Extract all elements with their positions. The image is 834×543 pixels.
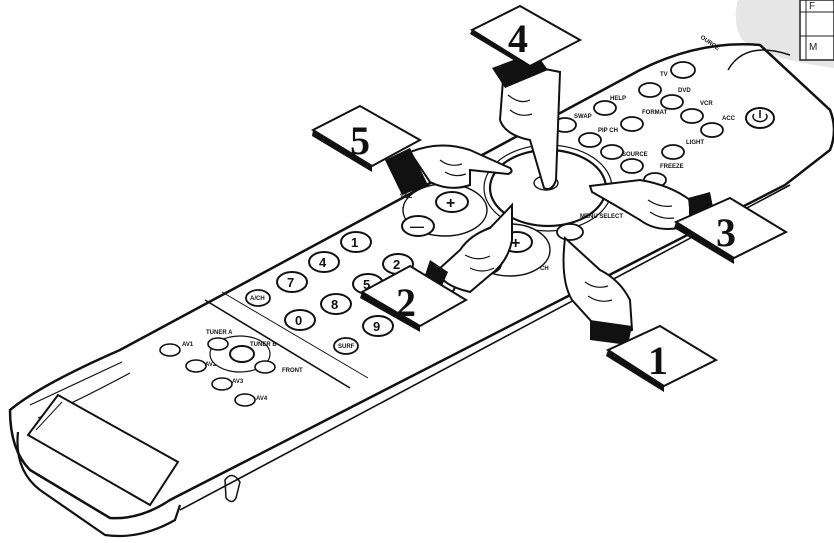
volume-down-symbol: — <box>410 218 424 234</box>
key-7-label: 7 <box>287 275 294 290</box>
key-5-label: 5 <box>363 277 370 292</box>
front-label: FRONT <box>282 368 303 374</box>
key-9-label: 9 <box>373 319 380 334</box>
vcr-button[interactable] <box>680 108 704 124</box>
volume-up-symbol: + <box>446 195 455 212</box>
tuner-b-button[interactable] <box>254 360 276 374</box>
key-8[interactable] <box>320 293 352 315</box>
corner-row1: F <box>809 1 815 12</box>
source-2-label: SOURCE <box>622 152 648 158</box>
tuner-b-label: TUNER B <box>250 342 277 348</box>
callout-1: 1 <box>605 324 719 392</box>
hand-1-bottom-right <box>562 235 634 345</box>
format-label: FORMAT <box>642 110 668 116</box>
av3-label: AV3 <box>232 379 244 385</box>
key-1-label: 1 <box>351 235 358 250</box>
callout-3: 3 <box>673 196 789 264</box>
tv-button[interactable] <box>638 82 662 98</box>
callout-5: 5 <box>310 104 423 172</box>
callout-2-number: 2 <box>396 280 416 325</box>
key-4[interactable] <box>308 251 340 273</box>
tv-label: TV <box>660 72 668 78</box>
top-button-cluster: OURCE TV DVD VCR ACC HELP FORMAT LIGHT F… <box>553 35 775 241</box>
av-input-cluster: AV1 AV2 AV3 AV4 TUNER A TUNER B FRONT <box>159 330 303 407</box>
av4-button[interactable] <box>234 393 256 407</box>
corner-row2: M <box>809 42 817 53</box>
callout-5-number: 5 <box>350 118 370 163</box>
pip-ch-label: PIP CH <box>598 128 618 134</box>
acc-button[interactable] <box>700 122 724 138</box>
surf-button[interactable] <box>333 337 359 355</box>
pip-ch-plus-button[interactable] <box>600 144 624 160</box>
key-2-label: 2 <box>393 257 400 272</box>
key-9[interactable] <box>362 315 394 337</box>
key-8-label: 8 <box>331 297 338 312</box>
callout-3-number: 3 <box>716 210 736 255</box>
callout-4: 4 <box>469 4 583 70</box>
key-4-label: 4 <box>319 255 327 270</box>
key-1[interactable] <box>340 231 372 253</box>
volume-down-button[interactable] <box>401 215 435 237</box>
dvd-label: DVD <box>678 88 691 94</box>
freeze-label: FREEZE <box>660 164 684 170</box>
ach-label: A/CH <box>250 296 265 302</box>
surf-label: SURF <box>338 344 355 350</box>
key-0[interactable] <box>284 309 316 331</box>
tuner-a-button[interactable] <box>207 337 229 351</box>
source-2-button[interactable] <box>620 158 644 174</box>
format-button[interactable] <box>620 116 644 132</box>
volume-rocker: + — VOL <box>400 183 488 237</box>
corner-table-fragment: F M <box>735 0 834 68</box>
av2-button[interactable] <box>185 359 207 373</box>
source-button[interactable] <box>670 61 696 79</box>
tuner-a-label: TUNER A <box>206 330 233 336</box>
vol-label: VOL <box>400 194 413 200</box>
channel-up-symbol: + <box>511 235 520 252</box>
power-icon <box>752 113 768 123</box>
av1-label: AV1 <box>182 342 194 348</box>
menu-select-button[interactable] <box>556 223 584 241</box>
tuner-center-button[interactable] <box>229 345 255 363</box>
menu-select-label: MENU SELECT <box>580 214 623 220</box>
acc-label: ACC <box>722 116 736 122</box>
hand-5-left <box>385 144 513 195</box>
ach-button[interactable] <box>245 289 271 307</box>
vcr-label: VCR <box>700 101 713 107</box>
help-label: HELP <box>610 96 626 102</box>
callout-4-number: 4 <box>508 16 528 61</box>
ch-label: CH <box>540 266 549 272</box>
pip-ch-minus-button[interactable] <box>578 132 602 148</box>
callout-2: 2 <box>359 264 468 332</box>
swap-label: SWAP <box>574 114 592 120</box>
key-7[interactable] <box>276 271 308 293</box>
callout-1-number: 1 <box>648 338 668 383</box>
key-0-label: 0 <box>295 313 302 328</box>
dvd-button[interactable] <box>660 94 684 110</box>
light-label: LIGHT <box>686 140 704 146</box>
help-button[interactable] <box>593 100 617 116</box>
av1-button[interactable] <box>159 343 181 357</box>
av4-label: AV4 <box>256 396 268 402</box>
av2-label: AV2 <box>205 362 217 368</box>
av3-button[interactable] <box>211 377 233 391</box>
volume-up-button[interactable] <box>435 191 469 213</box>
light-button[interactable] <box>661 144 685 160</box>
